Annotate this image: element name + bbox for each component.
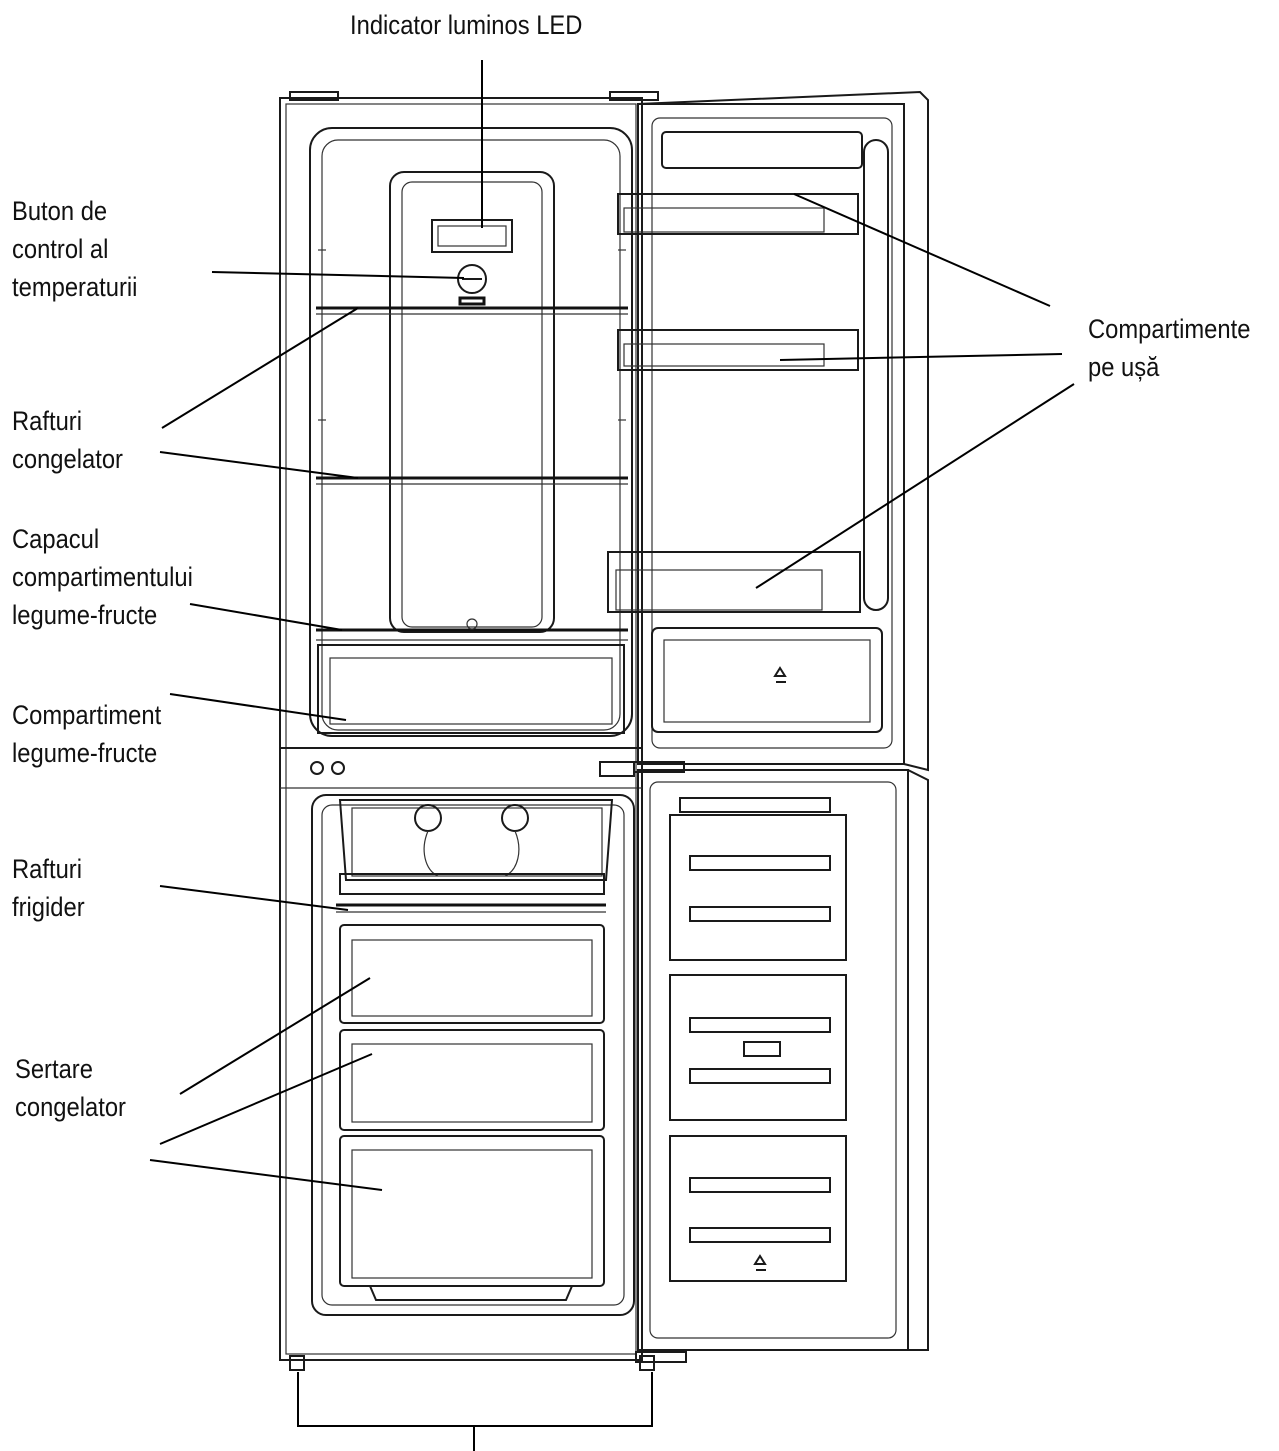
- leader-door-bin-2: [779, 353, 1063, 361]
- leader-door-bin-3: [755, 383, 1075, 589]
- label-freezer-shelves: Rafturi congelator: [12, 406, 123, 474]
- leader-freezer-shelf-2: [159, 451, 359, 479]
- leader-freezer-shelf-1: [161, 307, 359, 429]
- lower-door: [635, 769, 929, 1363]
- leader-lines: [149, 60, 1075, 1451]
- label-fridge-shelves: Rafturi frigider: [12, 854, 85, 922]
- label-door-bins: Compartimente pe ușă: [1088, 314, 1251, 382]
- leader-drawer-1: [179, 977, 371, 1095]
- leader-drawer-3: [149, 1159, 383, 1191]
- leader-door-bin-1: [793, 193, 1051, 307]
- label-crisper: Compartiment legume-fructe: [12, 700, 162, 768]
- leader-crisper: [169, 693, 347, 721]
- leader-drawer-2: [159, 1053, 373, 1145]
- cabinet: [279, 91, 659, 1371]
- leader-crisper-cover: [189, 603, 343, 631]
- leader-temp-button: [211, 271, 465, 279]
- leader-fridge-shelf: [159, 885, 349, 911]
- label-temperature-button: Buton de control al temperaturii: [12, 196, 138, 302]
- upper-compartment: [309, 127, 633, 737]
- leader-feet: [297, 1372, 653, 1451]
- label-freezer-drawers: Sertare congelator: [15, 1054, 126, 1122]
- upper-door: [599, 90, 929, 777]
- lower-compartment: [311, 794, 635, 1316]
- label-crisper-cover: Capacul compartimentului legume-fructe: [12, 524, 193, 630]
- label-led-indicator: Indicator luminos LED: [350, 10, 583, 40]
